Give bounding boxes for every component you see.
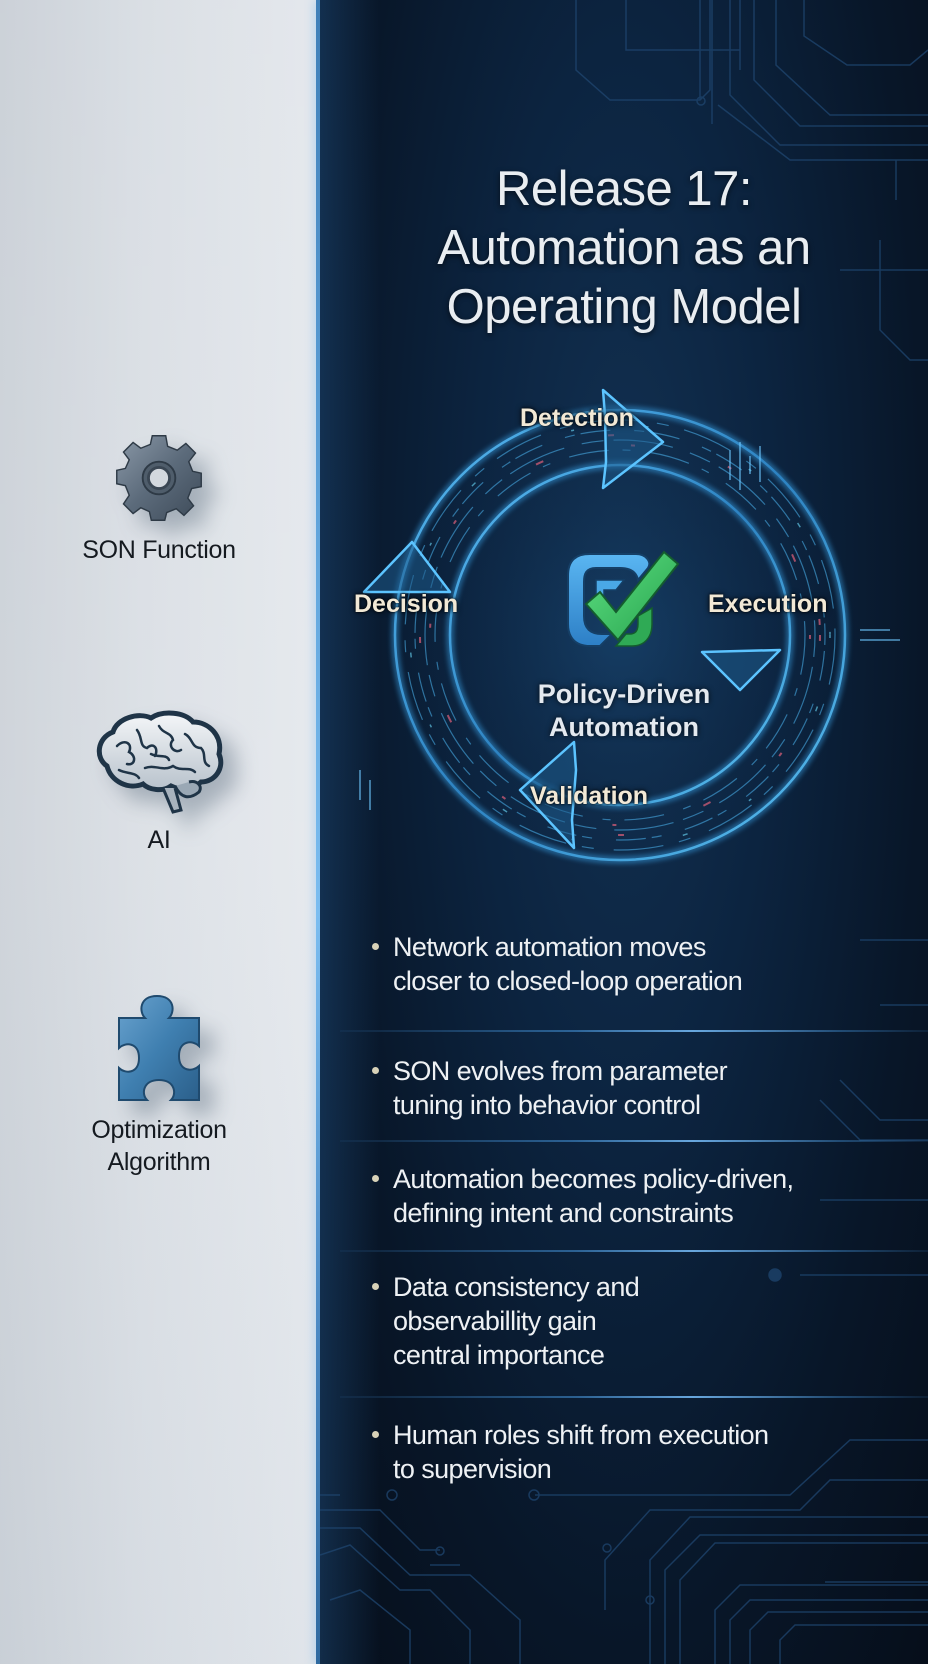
stage-label-execution: Execution (708, 590, 828, 618)
title-line-3: Operating Model (446, 280, 802, 334)
sidebar-item-optimization-algorithm: Optimization Algorithm (0, 990, 318, 1178)
bullet-item: Network automation moves closer to close… (320, 930, 928, 1030)
center-label-line-2: Automation (549, 712, 699, 742)
bullet-line: tuning into behavior control (393, 1090, 701, 1120)
separator (340, 1396, 928, 1398)
bullet-item: SON evolves from parameter tuning into b… (320, 1032, 928, 1140)
puzzle-piece-icon (118, 994, 200, 1101)
bullet-dot-icon (372, 1283, 379, 1290)
sidebar-label-line-2: Algorithm (107, 1148, 211, 1176)
circuit-background-decoration (320, 0, 928, 1664)
bullet-dot-icon (372, 1067, 379, 1074)
center-label-line-1: Policy-Driven (537, 679, 711, 709)
separator (340, 1030, 928, 1032)
bullet-dot-icon (372, 1431, 379, 1438)
bullet-line: defining intent and constraints (393, 1198, 734, 1228)
bullet-line: Network automation moves (393, 932, 706, 962)
bullet-item: Automation becomes policy-driven, defini… (320, 1142, 928, 1250)
automation-cycle-diagram: Detection Execution Validation Decision … (320, 370, 928, 910)
title-line-1: Release 17: (495, 162, 753, 216)
panel-divider (316, 0, 320, 1664)
brain-icon (96, 710, 224, 814)
sidebar-label-line-1: Optimization (91, 1116, 227, 1144)
sidebar-item-son-function: SON Function (0, 430, 318, 566)
bullet-line: Data consistency and (393, 1272, 640, 1302)
bullet-dot-icon (372, 1175, 379, 1182)
sidebar-label: SON Function (82, 536, 236, 564)
separator (340, 1250, 928, 1252)
bullet-line: Human roles shift from execution (393, 1420, 769, 1450)
stage-label-decision: Decision (354, 590, 459, 618)
sidebar-label: AI (147, 826, 171, 854)
bullet-dot-icon (372, 943, 379, 950)
center-label: Policy-Driven Automation (320, 678, 928, 744)
bullet-item: Human roles shift from execution to supe… (320, 1398, 928, 1498)
stage-label-validation: Validation (530, 782, 649, 810)
separator (340, 1140, 928, 1142)
bullet-line: Automation becomes policy-driven, (393, 1164, 794, 1194)
policy-check-icon (567, 550, 680, 647)
bullet-item: Data consistency and observabillity gain… (320, 1252, 928, 1396)
page-title: Release 17: Automation as an Operating M… (320, 160, 928, 337)
bullet-line: to supervision (393, 1454, 552, 1484)
bullet-line: observabillity gain (393, 1306, 597, 1336)
bullet-line: central importance (393, 1340, 605, 1370)
gear-icon (116, 435, 202, 521)
title-line-2: Automation as an (437, 221, 811, 275)
bullet-line: closer to closed-loop operation (393, 966, 743, 996)
bullet-line: SON evolves from parameter (393, 1056, 728, 1086)
stage-label-detection: Detection (520, 404, 634, 432)
bullet-list: Network automation moves closer to close… (320, 930, 928, 1498)
sidebar-item-ai: AI (0, 708, 318, 856)
left-panel (0, 0, 318, 1664)
